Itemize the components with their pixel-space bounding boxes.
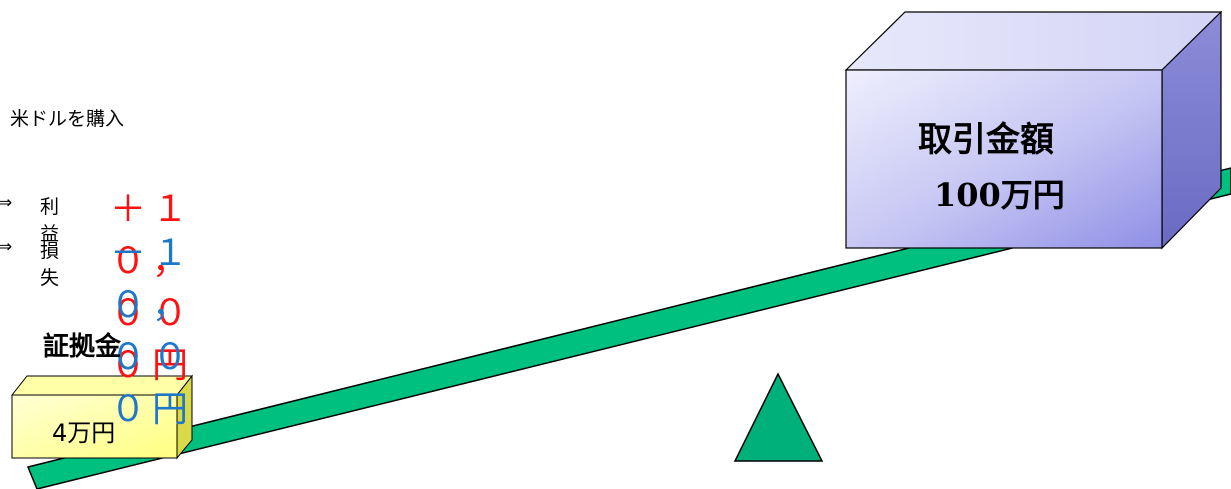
loss-label: 損失 — [40, 240, 60, 289]
right-arrow-icon: ⇒ — [0, 193, 13, 213]
right-arrow-icon: ⇒ — [0, 237, 13, 257]
profit-amount: ＋１０，０００円 — [110, 189, 195, 386]
loss-amount: －１０，０００円 — [110, 233, 195, 430]
transaction-title: 取引金額 — [918, 120, 1054, 160]
transaction-amount-box — [844, 10, 1223, 250]
profit-label: 利益 — [40, 196, 60, 245]
transaction-amount-label: 100万円 — [934, 176, 1065, 214]
margin-amount-label: 4万円 — [52, 419, 116, 447]
fulcrum-triangle — [733, 372, 824, 462]
margin-amount-box — [10, 374, 194, 460]
intro-text: 米ドルを購入 — [10, 108, 125, 130]
margin-title: 証拠金 — [43, 332, 122, 362]
